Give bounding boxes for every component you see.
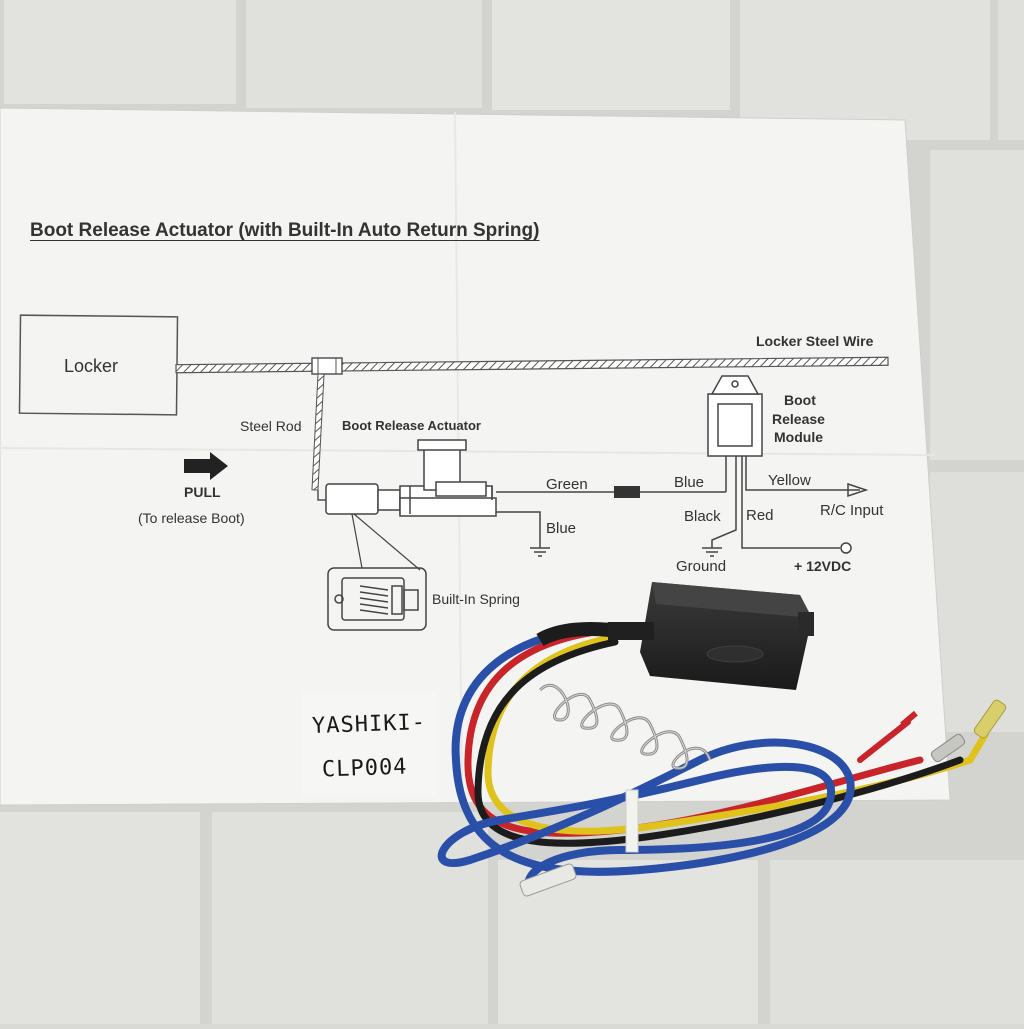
boot-release-actuator-label: Boot Release Actuator bbox=[342, 418, 481, 433]
steel-rod bbox=[311, 373, 325, 491]
module-label-line3: Module bbox=[774, 429, 823, 445]
instruction-sheet bbox=[0, 107, 951, 806]
rc-input-label: R/C Input bbox=[820, 502, 884, 519]
pull-note-label: (To release Boot) bbox=[138, 510, 245, 526]
green-wire-label: Green bbox=[546, 476, 588, 493]
boot-release-module-physical bbox=[536, 582, 814, 690]
module-label-line1: Boot bbox=[784, 392, 816, 408]
product-code-line2: CLP004 bbox=[321, 754, 408, 783]
locker-steel-wire bbox=[175, 356, 889, 374]
locker-steel-wire-label: Locker Steel Wire bbox=[756, 333, 874, 349]
diagram-title: Boot Release Actuator (with Built-In Aut… bbox=[30, 220, 540, 241]
wire-terminals bbox=[519, 699, 1007, 897]
module-drawing bbox=[707, 375, 763, 457]
product-code-line1: YASHIKI- bbox=[311, 710, 427, 739]
ground-label: Ground bbox=[676, 558, 727, 575]
red-wire-label: Red bbox=[746, 507, 774, 524]
actuator-blue-label: Blue bbox=[546, 520, 577, 537]
yellow-wire-label: Yellow bbox=[768, 472, 811, 489]
actuator-drawing bbox=[325, 439, 497, 517]
wire-harness bbox=[437, 622, 989, 894]
pull-arrow-icon bbox=[184, 452, 228, 480]
built-in-spring-label: Built-In Spring bbox=[432, 591, 520, 607]
module-blue-label: Blue bbox=[674, 474, 705, 491]
built-in-spring-detail bbox=[327, 567, 427, 631]
module-label-line2: Release bbox=[772, 411, 825, 427]
pull-label: PULL bbox=[184, 484, 221, 500]
inline-connector bbox=[614, 486, 640, 498]
locker-label: Locker bbox=[64, 356, 119, 376]
black-wire-label: Black bbox=[684, 508, 721, 525]
product-code-card bbox=[302, 692, 436, 796]
cable-tie bbox=[625, 789, 639, 853]
steel-rod-label: Steel Rod bbox=[240, 418, 302, 434]
plus-12vdc-label: + 12VDC bbox=[794, 558, 852, 574]
